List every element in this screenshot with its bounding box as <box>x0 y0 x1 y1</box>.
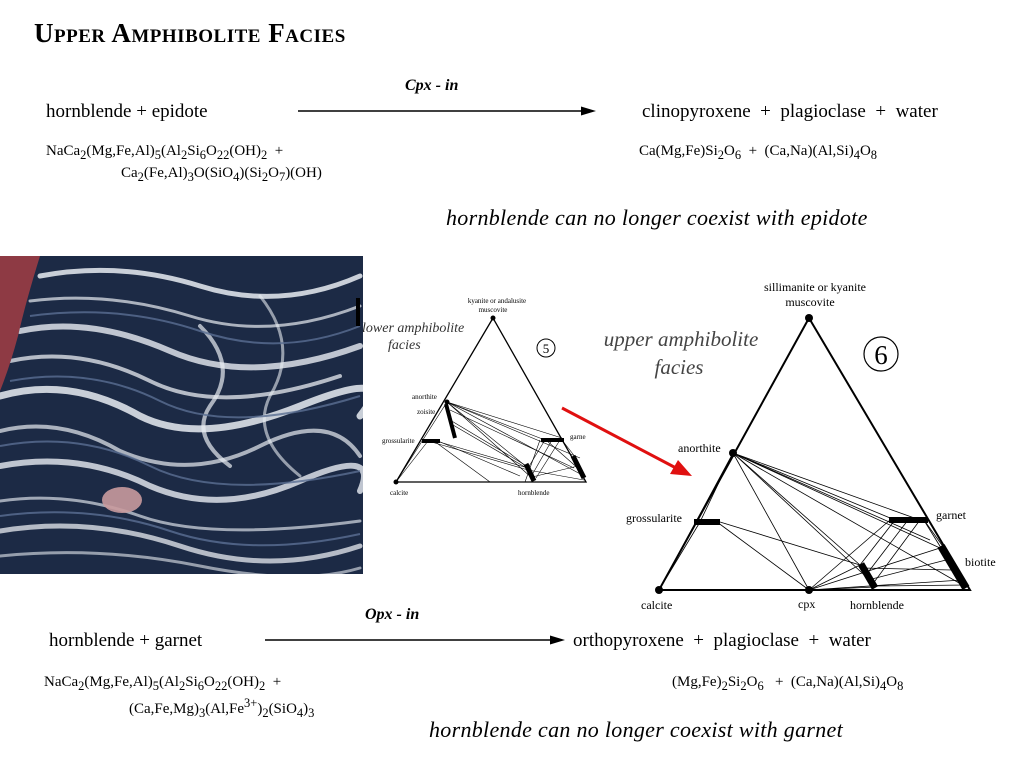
large-apex-label-2: muscovite <box>785 295 834 309</box>
garnet-label: garnet <box>936 508 967 522</box>
small-facies-label-2: facies <box>388 338 421 353</box>
formula-text: NaCa2(Mg,Fe,Al)5(Al2Si6O22(OH)2 + <box>46 143 284 162</box>
page-title: Upper Amphibolite Facies <box>34 18 346 48</box>
biotite-bar <box>937 543 970 591</box>
large-facies-label-2: facies <box>655 355 704 379</box>
small-garnet-label: garne <box>570 433 586 441</box>
reaction2-products: orthopyroxene + plagioclase + water <box>573 630 871 651</box>
gneiss-photo <box>0 256 363 574</box>
large-facies-label-1: upper amphibolite <box>604 327 759 351</box>
small-facies-label-1: lower amphibolite <box>362 321 464 336</box>
grossularite-label: grossularite <box>626 511 682 525</box>
small-grossularite-label: grossularite <box>382 437 415 445</box>
large-number-circle <box>863 336 899 372</box>
small-number: 5 <box>543 341 550 356</box>
reaction2-reactant-formula-1: NaCa2(Mg,Fe,Al)5(Al2Si6O22(OH)2 + <box>44 674 281 694</box>
small-calcite-label: calcite <box>390 489 408 497</box>
anorthite-point <box>729 449 737 457</box>
apex-point <box>805 314 813 322</box>
small-hornblende-label: hornblende <box>518 489 550 497</box>
calcite-label: calcite <box>641 598 672 612</box>
large-ternary-diagram: 6 upper amphibolite facies sillimanite o… <box>604 280 996 612</box>
anorthite-label: anorthite <box>678 441 721 455</box>
reaction1-arrow <box>298 106 596 116</box>
reaction1-product-formula: Ca(Mg,Fe)Si2O6 + (Ca,Na)(Al,Si)4O8 <box>639 143 877 163</box>
small-ternary-diagram: 5 lower amphibolite facies kyanite or an… <box>356 297 588 497</box>
formula-text: (Mg,Fe)2Si2O6 + (Ca,Na)(Al,Si)4O8 <box>672 674 904 693</box>
small-biotite-bar <box>570 454 587 480</box>
red-arrow-icon <box>561 406 692 476</box>
small-number-circle <box>536 338 556 358</box>
formula-text: (Ca,Fe,Mg)3(Al,Fe3+)2(SiO4)3 <box>129 696 315 720</box>
large-tie-lines <box>658 452 967 591</box>
small-anorthite-point <box>444 399 450 405</box>
reaction1-products: clinopyroxene + plagioclase + water <box>642 101 938 122</box>
reaction1-reactant-formula-1: NaCa2(Mg,Fe,Al)5(Al2Si6O22(OH)2 + <box>46 143 283 163</box>
small-triangle <box>394 316 588 483</box>
reaction2-reactant-formula-2: (Ca,Fe,Mg)3(Al,Fe3+)2(SiO4)3 <box>129 696 314 721</box>
formula-text: Ca(Mg,Fe)Si2O6 + (Ca,Na)(Al,Si)4O8 <box>639 143 878 162</box>
frame-tick <box>356 298 360 326</box>
small-apex-label-2: muscovite <box>479 306 508 314</box>
reaction2-condition: Opx - in <box>365 606 420 623</box>
small-apex-point <box>490 315 496 321</box>
zoisite-solid-solution <box>444 403 457 439</box>
reaction1-reactants: hornblende + epidote <box>46 101 208 122</box>
small-calcite-point <box>393 479 399 485</box>
small-hornblende-bar <box>523 462 537 483</box>
reaction1-conclusion: hornblende can no longer coexist with ep… <box>446 205 868 230</box>
large-apex-label-1: sillimanite or kyanite <box>764 280 866 294</box>
formula-text: NaCa2(Mg,Fe,Al)5(Al2Si6O22(OH)2 + <box>44 674 282 693</box>
calcite-point <box>655 586 663 594</box>
cpx-point <box>805 586 813 594</box>
formula-text: Ca2(Fe,Al)3O(SiO4)(Si2O7)(OH) <box>121 165 322 184</box>
reaction1-reactant-formula-2: Ca2(Fe,Al)3O(SiO4)(Si2O7)(OH) <box>121 165 322 185</box>
small-anorthite-label: anorthite <box>412 393 437 401</box>
reaction1-condition: Cpx - in <box>405 77 459 94</box>
biotite-label: biotite <box>965 555 996 569</box>
large-number: 6 <box>874 340 888 370</box>
hornblende-label: hornblende <box>850 598 904 612</box>
small-zoisite-label: zoisite <box>417 408 435 416</box>
reaction2-conclusion: hornblende can no longer coexist with ga… <box>429 717 844 742</box>
small-apex-label-1: kyanite or andalusite <box>468 297 526 305</box>
cpx-label: cpx <box>798 597 815 611</box>
reaction2-reactants: hornblende + garnet <box>49 630 203 651</box>
hornblende-bar <box>857 562 879 590</box>
reaction2-arrow <box>265 635 565 645</box>
small-tie-lines <box>395 401 585 483</box>
reaction2-product-formula: (Mg,Fe)2Si2O6 + (Ca,Na)(Al,Si)4O8 <box>672 674 903 694</box>
